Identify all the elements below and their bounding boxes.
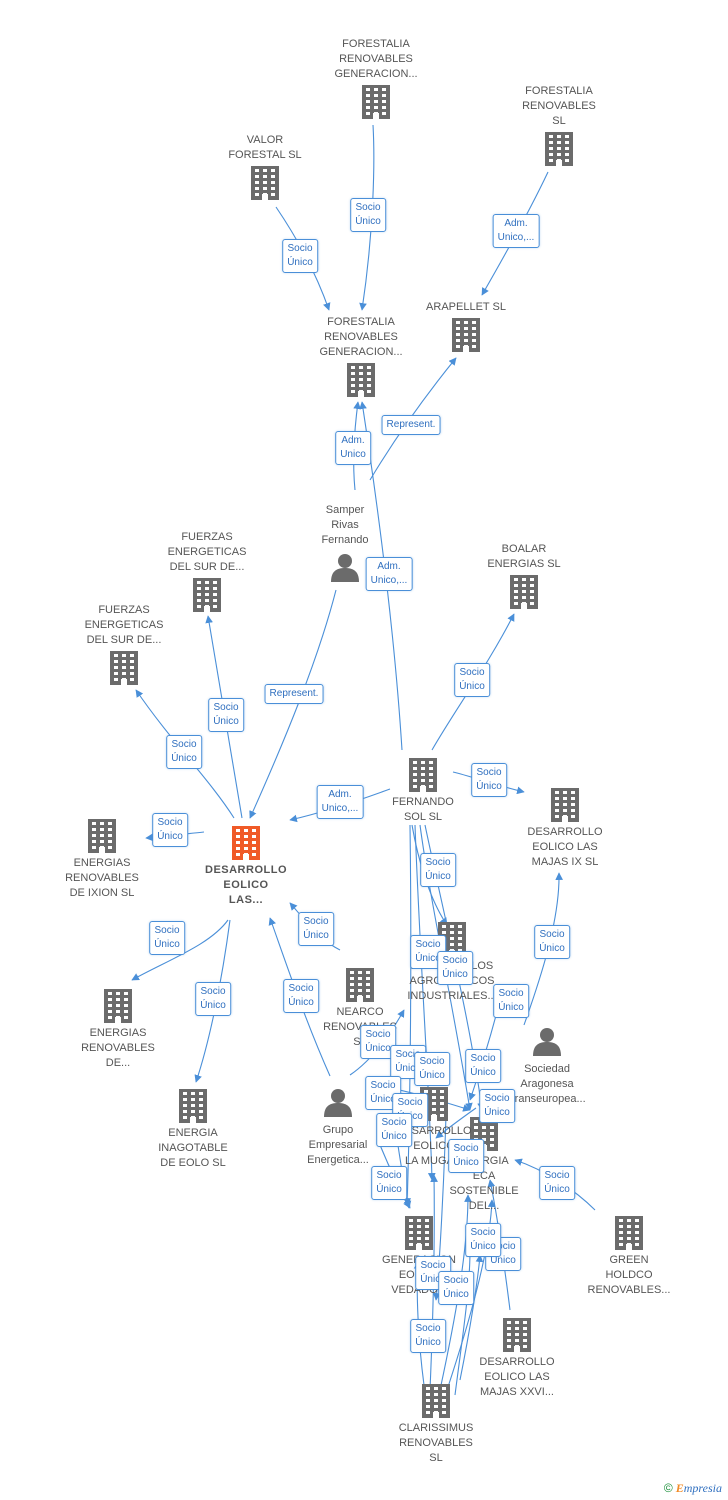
building-icon[interactable] [503,1318,531,1352]
building-icon[interactable] [615,1216,643,1250]
relation-label[interactable]: Socio Único [298,912,334,946]
relation-label[interactable]: Socio Único [465,1049,501,1083]
node-label-energia-inagotable[interactable]: ENERGIA INAGOTABLE DE EOLO SL [158,1127,228,1169]
building-icon[interactable] [452,318,480,352]
node-label-energia-sostenible[interactable]: ENERGIA ECA SOSTENIBLE DEL... [449,1155,519,1212]
node-label-grupo-empresarial[interactable]: Grupo Empresarial Energetica... [307,1124,369,1166]
copyright-icon: © [663,1481,673,1495]
node-label-energias-de[interactable]: ENERGIAS RENOVABLES DE... [81,1027,155,1069]
relation-label[interactable]: Socio Único [152,813,188,847]
edge-line [454,1249,474,1396]
node-label-samper[interactable]: Samper Rivas Fernando [321,504,369,546]
node-label-sociedad-aragonesa[interactable]: Sociedad Aragonesa Transeuropea... [508,1063,586,1105]
relation-label[interactable]: Socio Único [282,239,318,273]
relation-label[interactable]: Socio Único [149,921,185,955]
node-label-fuerzas1[interactable]: FUERZAS ENERGETICAS DEL SUR DE... [167,531,247,573]
building-icon[interactable] [179,1089,207,1123]
relation-label[interactable]: Adm. Unico [335,431,371,465]
edge-line [249,589,337,819]
relation-label[interactable]: Socio Único [539,1166,575,1200]
relation-label[interactable]: Socio Único [414,1052,450,1086]
node-label-arapellet[interactable]: ARAPELLET SL [426,301,506,313]
building-icon[interactable] [232,826,260,860]
edge-line [205,615,243,819]
building-icon[interactable] [545,132,573,166]
relation-label[interactable]: Socio Único [437,951,473,985]
building-icon[interactable] [551,788,579,822]
relation-label[interactable]: Socio Único [166,735,202,769]
building-icon[interactable] [510,575,538,609]
relation-label[interactable]: Adm. Unico,... [365,557,413,591]
node-label-forestalia-gen-top[interactable]: FORESTALIA RENOVABLES GENERACION... [334,38,418,80]
brand-logo: © Empresia [663,1481,722,1495]
relation-label[interactable]: Socio Único [360,1025,396,1059]
edge-line [414,824,436,1181]
person-icon[interactable] [324,1089,352,1117]
relation-label[interactable]: Adm. Unico,... [316,785,364,819]
building-icon[interactable] [110,651,138,685]
node-label-green-holdco[interactable]: GREEN HOLDCO RENOVABLES... [587,1254,671,1296]
relation-label[interactable]: Socio Único [465,1223,501,1257]
building-icon[interactable] [193,578,221,612]
building-icon[interactable] [422,1384,450,1418]
node-label-fernando-sol[interactable]: FERNANDO SOL SL [392,796,454,823]
node-label-forestalia-gen-mid[interactable]: FORESTALIA RENOVABLES GENERACION... [319,316,403,358]
node-label-forestalia-sl[interactable]: FORESTALIA RENOVABLES SL [522,85,596,127]
person-icon[interactable] [533,1028,561,1056]
relation-label[interactable]: Socio Único [371,1166,407,1200]
node-label-energias-ixion[interactable]: ENERGIAS RENOVABLES DE IXION SL [65,857,139,899]
node-label-desarrollo-main[interactable]: DESARROLLO EOLICO LAS... [205,864,287,906]
relation-label[interactable]: Socio Único [410,1319,446,1353]
node-label-boalar[interactable]: BOALAR ENERGIAS SL [487,543,561,570]
building-icon[interactable] [405,1216,433,1250]
relation-label[interactable]: Socio Único [479,1089,515,1123]
node-label-clarissimus[interactable]: CLARISSIMUS RENOVABLES SL [398,1422,474,1464]
person-icon[interactable] [331,554,359,582]
node-label-desarrollo-ix[interactable]: DESARROLLO EOLICO LAS MAJAS IX SL [527,826,603,868]
relation-label[interactable]: Represent. [264,684,324,704]
edge-line [369,357,457,481]
edge-line [403,824,412,1206]
relation-label[interactable]: Socio Único [283,979,319,1013]
node-label-fuerzas2[interactable]: FUERZAS ENERGETICAS DEL SUR DE... [84,604,164,646]
edge-line [459,1254,484,1381]
building-icon[interactable] [88,819,116,853]
relation-label[interactable]: Socio Único [195,982,231,1016]
relation-label[interactable]: Socio Único [448,1139,484,1173]
building-icon[interactable] [362,85,390,119]
relation-label[interactable]: Represent. [381,415,441,435]
relation-label[interactable]: Socio Único [471,763,507,797]
relation-label[interactable]: Socio Único [350,198,386,232]
relation-label[interactable]: Socio Único [438,1271,474,1305]
building-icon[interactable] [104,989,132,1023]
relation-label[interactable]: Socio Único [208,698,244,732]
relation-label[interactable]: Socio Único [493,984,529,1018]
relation-label[interactable]: Socio Único [420,853,456,887]
relation-label[interactable]: Socio Único [454,663,490,697]
building-icon[interactable] [346,968,374,1002]
building-icon[interactable] [347,363,375,397]
node-label-valor-forestal[interactable]: VALOR FORESTAL SL [228,134,302,161]
relation-label[interactable]: Adm. Unico,... [492,214,540,248]
relation-label[interactable]: Socio Único [376,1113,412,1147]
node-label-desarrollo-xxvi[interactable]: DESARROLLO EOLICO LAS MAJAS XXVI... [479,1356,555,1398]
edge-line [131,919,229,981]
edge-line [435,1107,477,1139]
edge-line [446,1199,496,1391]
relation-label[interactable]: Socio Único [534,925,570,959]
building-icon[interactable] [409,758,437,792]
building-icon[interactable] [251,166,279,200]
